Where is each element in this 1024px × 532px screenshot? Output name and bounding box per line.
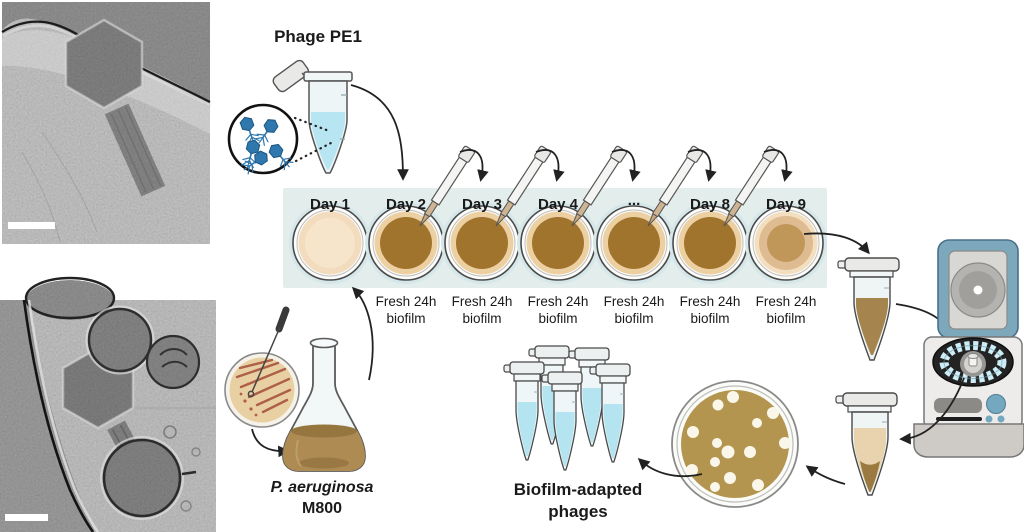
magnifier-dashes [293, 116, 333, 163]
day-8-label: Day 8 [689, 196, 731, 213]
day-ellipsis-label: ... [627, 192, 641, 209]
fresh-biofilm-label: Fresh 24h biofilm [755, 294, 817, 326]
petri-dish-day-2 [364, 201, 448, 285]
fresh-biofilm-label: Fresh 24h biofilm [679, 294, 741, 326]
petri-dish-day-9 [744, 201, 828, 285]
tube-supernatant-icon [835, 392, 898, 496]
tube-day9-lysate-icon [837, 257, 900, 361]
phage-tube-icon [503, 361, 545, 461]
centrifuge-display [934, 398, 982, 413]
day-4-label: Day 4 [537, 196, 579, 213]
fresh-biofilm-label: Fresh 24h biofilm [451, 294, 513, 326]
arrow-tube-to-plate [805, 465, 846, 485]
inoculation-loop-icon [247, 306, 290, 398]
host-species-label: P. aeruginosa [270, 479, 374, 496]
fresh-biofilm-label: Fresh 24h biofilm [603, 294, 665, 326]
bacterial-streaks [235, 358, 292, 414]
phage-pe1-tube-icon [272, 59, 353, 174]
day-3-label: Day 3 [461, 196, 503, 213]
flask-icon [282, 337, 366, 472]
arrow-centrifuge-to-tube [899, 377, 965, 445]
phage-capsid-em [66, 20, 142, 108]
plaque-plate-icon [671, 380, 799, 508]
fresh-biofilm-label: Fresh 24h biofilm [375, 294, 437, 326]
vesicle-em [89, 309, 151, 371]
arrow-plate-to-flask [251, 428, 290, 458]
day-2-label: Day 2 [385, 196, 427, 213]
day-9-label: Day 9 [765, 196, 807, 213]
arrow-day9-to-tube [803, 232, 870, 255]
bacterial-colonies [239, 382, 258, 417]
petri-dish-day-3 [440, 201, 524, 285]
fresh-biofilm-label: Fresh 24h biofilm [527, 294, 589, 326]
petri-dish-day-1 [288, 201, 372, 285]
day-1-label: Day 1 [309, 196, 351, 213]
em-image-top [1, 2, 212, 244]
arrow-plate-to-phage-tubes [637, 458, 703, 478]
centrifuge-icon [913, 239, 1024, 458]
output-label: Biofilm-adapted phages [513, 480, 643, 521]
petri-dish-day-8 [668, 201, 752, 285]
host-strain-label: M800 [301, 500, 343, 517]
serial-transfer-arrows [459, 149, 793, 182]
scale-bar-icon [5, 514, 48, 521]
em-image-bottom [0, 276, 216, 532]
arrow-flask-to-day1 [351, 286, 374, 381]
centrifuge-button [986, 394, 1006, 414]
phage-magnifier-circle [227, 103, 333, 177]
plaques [686, 391, 791, 492]
vesicle-em [104, 440, 180, 516]
streak-plate-icon [224, 352, 300, 428]
petri-dish-day-4 [516, 201, 600, 285]
phage-tail-em [104, 103, 166, 197]
phage-pe1-label: Phage PE1 [274, 27, 362, 46]
petri-dish-day-etc [592, 201, 676, 285]
biofilm-phage-tubes [503, 345, 631, 471]
arrow-pe1-to-day2 [350, 84, 409, 181]
scale-bar-icon [8, 222, 55, 229]
